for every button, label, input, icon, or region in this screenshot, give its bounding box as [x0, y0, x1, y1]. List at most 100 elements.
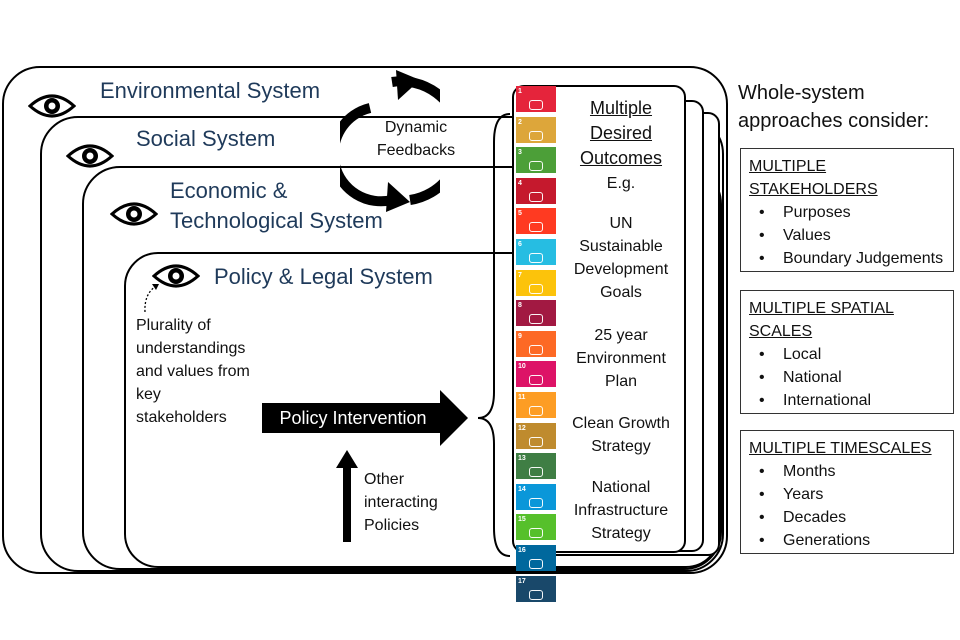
sdg-tile: 6 [516, 238, 556, 265]
outcome-plan-line2: Environment [576, 350, 666, 367]
sdg-goal-icon [529, 558, 543, 569]
outcome-national-line2: Infrastructure [573, 502, 669, 519]
plurality-line1: Plurality of [136, 317, 211, 334]
list-item: Purposes [759, 201, 945, 224]
sdg-goal-icon [529, 375, 543, 386]
environmental-system-title: Environmental System [100, 78, 321, 103]
outcome-un-line3: Development [573, 261, 669, 278]
list-item: Local [759, 343, 945, 366]
stakeholders-header-line1: MULTIPLE [749, 158, 827, 175]
spatial-header-line1: MULTIPLE SPATIAL [749, 300, 894, 317]
outcome-plan-line3: Plan [604, 373, 638, 390]
list-item: Decades [759, 506, 945, 529]
feedback-label-line1: Dynamic [384, 119, 448, 136]
sdg-tile: 14 [516, 483, 556, 510]
sdg-goal-icon [529, 222, 543, 233]
sdg-goal-icon [529, 344, 543, 355]
stakeholders-header-line2: STAKEHOLDERS [749, 181, 878, 198]
policy-system-title: Policy & Legal System [214, 264, 433, 289]
plurality-line3: and values from [136, 363, 250, 380]
whole-system-heading-line1: Whole-system [738, 82, 865, 104]
sdg-tile: 11 [516, 391, 556, 418]
sdg-tile: 5 [516, 208, 556, 235]
outcome-un-line1: UN [609, 215, 633, 232]
sdg-tile: 15 [516, 514, 556, 541]
economic-system-title-line1: Economic & [170, 178, 288, 203]
sdg-goal-icon [529, 436, 543, 447]
sdg-tile-number: 13 [518, 455, 526, 463]
stakeholders-box: MULTIPLE STAKEHOLDERS Purposes Values Bo… [740, 148, 954, 272]
eye-icon [152, 264, 200, 288]
outcomes-eg: E.g. [606, 175, 636, 192]
sdg-tile: 13 [516, 453, 556, 480]
outcome-plan-line1: 25 year [594, 327, 648, 344]
outcomes-title-line2: Desired [589, 123, 653, 143]
plurality-line2: understandings [136, 340, 246, 357]
outcomes-title-line1: Multiple [589, 98, 653, 118]
sdg-goal-icon [529, 405, 543, 416]
list-item: Values [759, 224, 945, 247]
spatial-scales-box: MULTIPLE SPATIAL SCALES Local National I… [740, 290, 954, 414]
outcome-un-line2: Sustainable [579, 238, 663, 255]
plurality-line5: stakeholders [136, 409, 227, 426]
sdg-tile-number: 16 [518, 546, 526, 554]
list-item: Years [759, 483, 945, 506]
sdg-tile: 7 [516, 269, 556, 296]
sdg-tile: 3 [516, 147, 556, 174]
sdg-tile-number: 4 [518, 179, 522, 187]
other-policies-line1: Other [364, 471, 405, 488]
sdg-tile: 2 [516, 116, 556, 143]
sdg-tile-number: 10 [518, 363, 526, 371]
feedback-label-line2: Feedbacks [376, 142, 456, 159]
sdg-goal-icon [529, 130, 543, 141]
sdg-tile-number: 1 [518, 88, 522, 95]
sdg-tile-number: 3 [518, 149, 522, 157]
sdg-tile: 1 [516, 86, 556, 112]
sdg-tile-number: 6 [518, 240, 522, 248]
sdg-tile: 16 [516, 544, 556, 571]
economic-system-title-line2: Technological System [170, 208, 383, 233]
sdg-tile-number: 17 [518, 577, 526, 585]
sdg-tile-number: 15 [518, 516, 526, 524]
list-item: Generations [759, 529, 945, 552]
sdg-goal-icon [529, 161, 543, 172]
sdg-goal-icon [529, 283, 543, 294]
sdg-tile: 12 [516, 422, 556, 449]
outcome-un-line4: Goals [600, 284, 642, 301]
outcome-clean-line2: Strategy [591, 438, 651, 455]
spatial-list: Local National International [749, 343, 945, 412]
timescales-list: Months Years Decades Generations [749, 460, 945, 552]
sdg-tile-number: 7 [518, 271, 522, 279]
sdg-goal-icon [529, 467, 543, 478]
outcome-national-line1: National [591, 479, 651, 496]
sdg-tile: 8 [516, 300, 556, 327]
feedback-cycle-icon [340, 70, 440, 212]
stakeholders-list: Purposes Values Boundary Judgements [749, 201, 945, 270]
sdg-tile-number: 2 [518, 118, 522, 126]
sdg-goal-icon [529, 191, 543, 202]
dashed-arrow-icon [144, 284, 159, 313]
other-policies-line2: interacting [364, 494, 438, 511]
sdg-tile-number: 12 [518, 424, 526, 432]
sdg-goal-icon [529, 528, 543, 539]
whole-system-heading-line2: approaches consider: [738, 110, 930, 132]
plurality-line4: key [136, 386, 161, 403]
sdg-tile-number: 14 [518, 485, 526, 493]
up-arrow-icon [336, 450, 358, 542]
other-policies-line3: Policies [364, 517, 420, 534]
sdg-tile-number: 11 [518, 393, 526, 401]
sdg-tile: 9 [516, 330, 556, 357]
eye-icon [66, 144, 114, 168]
outcomes-title-line3: Outcomes [579, 148, 663, 168]
outcome-national-line3: Strategy [591, 525, 651, 542]
eye-icon [110, 202, 158, 226]
sdg-goal-icon [529, 314, 543, 325]
sdg-tile-number: 9 [518, 332, 522, 340]
sdg-tile: 17 [516, 575, 556, 602]
list-item: International [759, 389, 945, 412]
sdg-tile-number: 5 [518, 210, 522, 218]
spatial-header-line2: SCALES [749, 323, 813, 340]
sdg-goal-icon [529, 252, 543, 263]
timescales-box: MULTIPLE TIMESCALES Months Years Decades… [740, 430, 954, 554]
